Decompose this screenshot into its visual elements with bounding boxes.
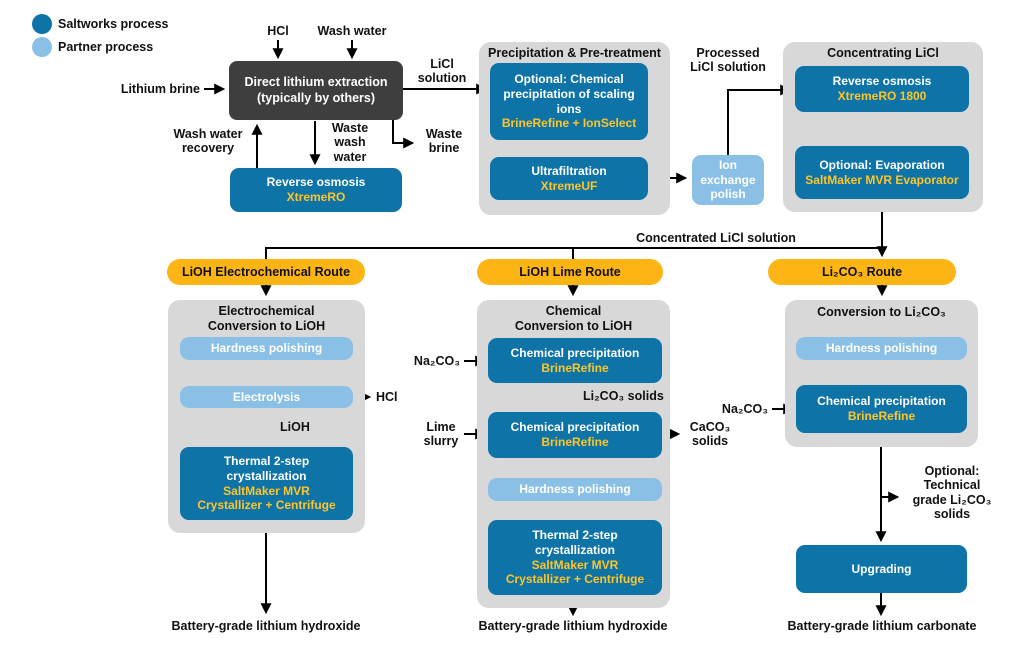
stream-wash-water-recovery: Wash water recovery — [173, 127, 243, 156]
hardness-polishing-3-box: Hardness polishing — [796, 337, 967, 360]
carbonate-title: Conversion to Li₂CO₃ — [817, 305, 946, 319]
chem-precip-2-brand: BrineRefine — [541, 435, 609, 449]
electrochemical-title: Electrochemical Conversion to LiOH — [168, 304, 365, 334]
chem-precip-3-title: Chemical precipitation — [817, 394, 946, 409]
evaporation-brand: SaltMaker MVR Evaporator — [805, 172, 959, 187]
stream-hcl-in: HCl — [267, 24, 289, 38]
stream-concentrated-licl: Concentrated LiCl solution — [636, 231, 796, 245]
ultrafiltration-box: Ultrafiltration XtremeUF — [490, 157, 648, 200]
caco3-solids-label: CaCO₃ solids — [689, 420, 731, 449]
stream-licl-solution: LiCl solution — [417, 57, 467, 86]
stream-waste-brine: Waste brine — [425, 127, 463, 156]
legend-saltworks-swatch — [32, 14, 52, 34]
evaporation-title: Optional: Evaporation — [819, 157, 945, 172]
arrow-waste-brine — [392, 120, 415, 149]
lime-slurry-label: Lime slurry — [423, 420, 459, 449]
thermal-crystallization-1-box: Thermal 2-step crystallization SaltMaker… — [180, 447, 353, 520]
stream-lithium-brine: Lithium brine — [120, 82, 200, 96]
recovery-ro-box: Reverse osmosis XtremeRO — [230, 168, 402, 212]
optional-solids-label: Optional: Technical grade Li₂CO₃ solids — [912, 464, 992, 522]
product-lioh-1: Battery-grade lithium hydroxide — [171, 619, 361, 633]
ro1800-title: Reverse osmosis — [832, 74, 932, 89]
hardness-polishing-1-box: Hardness polishing — [180, 337, 353, 360]
chem-precip-title: Optional: Chemical precipitation of scal… — [503, 72, 635, 116]
dle-box: Direct lithium extraction (typically by … — [229, 61, 403, 120]
electrolysis-box: Electrolysis — [180, 386, 353, 408]
chem-precip-3-brand: BrineRefine — [847, 409, 916, 423]
ro1800-box: Reverse osmosis XtremeRO 1800 — [795, 66, 969, 112]
hardness-polishing-2-box: Hardness polishing — [488, 478, 662, 501]
na2co3-label-lime: Na₂CO₃ — [413, 354, 460, 368]
product-lioh-2: Battery-grade lithium hydroxide — [478, 619, 668, 633]
thermal2-title: Thermal 2-step crystallization — [532, 528, 618, 557]
ultrafiltration-title: Ultrafiltration — [531, 163, 607, 178]
electrochemical-title-line1: Electrochemical — [218, 304, 315, 318]
chem-precip-1-box: Chemical precipitation BrineRefine — [488, 338, 662, 383]
thermal2-brand1: SaltMaker MVR — [531, 557, 619, 572]
pill-lime-route: LiOH Lime Route — [477, 259, 663, 285]
thermal2-brand2: Crystallizer + Centrifuge — [505, 572, 645, 587]
lime-title: Chemical Conversion to LiOH — [477, 304, 670, 334]
evaporation-box: Optional: Evaporation SaltMaker MVR Evap… — [795, 146, 969, 199]
chem-precip-3-box: Chemical precipitation BrineRefine — [796, 385, 967, 433]
lime-title-line1: Chemical — [545, 304, 602, 318]
stream-processed-licl: Processed LiCl solution — [690, 46, 766, 75]
ro1800-brand: XtremeRO 1800 — [837, 89, 927, 103]
legend-partner-label: Partner process — [58, 40, 154, 54]
legend-saltworks-label: Saltworks process — [58, 17, 169, 31]
product-li2co3: Battery-grade lithium carbonate — [787, 619, 977, 633]
lioh-label: LiOH — [280, 420, 310, 434]
chem-precip-box: Optional: Chemical precipitation of scal… — [490, 63, 648, 140]
legend-partner-swatch — [32, 37, 52, 57]
pill-carbonate-route: Li₂CO₃ Route — [768, 259, 956, 285]
dle-line2: (typically by others) — [256, 90, 376, 105]
ion-exchange-box: Ion exchange polish — [692, 155, 764, 205]
concentrating-title: Concentrating LiCl — [827, 46, 939, 60]
hcl-out-label: HCl — [376, 390, 398, 404]
upgrading-box: Upgrading — [796, 545, 967, 593]
thermal1-brand2: Crystallizer + Centrifuge — [197, 498, 336, 513]
chem-precip-brand: BrineRefine + IonSelect — [501, 116, 637, 131]
electrochemical-title-line2: Conversion to LiOH — [207, 318, 326, 333]
li2co3-solids-label: Li₂CO₃ solids — [583, 389, 664, 403]
recovery-ro-brand: XtremeRO — [286, 190, 346, 204]
arrow-ion-exchange-to-ro1800 — [727, 84, 792, 155]
chem-precip-2-title: Chemical precipitation — [510, 420, 640, 435]
thermal-crystallization-2-box: Thermal 2-step crystallization SaltMaker… — [488, 520, 662, 595]
thermal1-title: Thermal 2-step crystallization — [223, 454, 310, 483]
chem-precip-1-title: Chemical precipitation — [510, 345, 640, 360]
ultrafiltration-brand: XtremeUF — [540, 178, 598, 193]
stream-waste-wash-water: Waste wash water — [331, 121, 369, 164]
pill-electrochemical-route: LiOH Electrochemical Route — [167, 259, 365, 285]
na2co3-label-carbonate: Na₂CO₃ — [721, 402, 768, 416]
line-concentrated-licl-trunk — [265, 247, 882, 259]
dle-line1: Direct lithium extraction — [244, 75, 388, 90]
stream-wash-water-in: Wash water — [317, 24, 387, 38]
recovery-ro-title: Reverse osmosis — [266, 175, 366, 190]
chem-precip-2-box: Chemical precipitation BrineRefine — [488, 412, 662, 458]
lime-title-line2: Conversion to LiOH — [514, 318, 633, 333]
chem-precip-1-brand: BrineRefine — [541, 360, 609, 375]
thermal1-brand1: SaltMaker MVR — [223, 483, 310, 498]
pretreatment-title: Precipitation & Pre-treatment — [488, 46, 661, 60]
